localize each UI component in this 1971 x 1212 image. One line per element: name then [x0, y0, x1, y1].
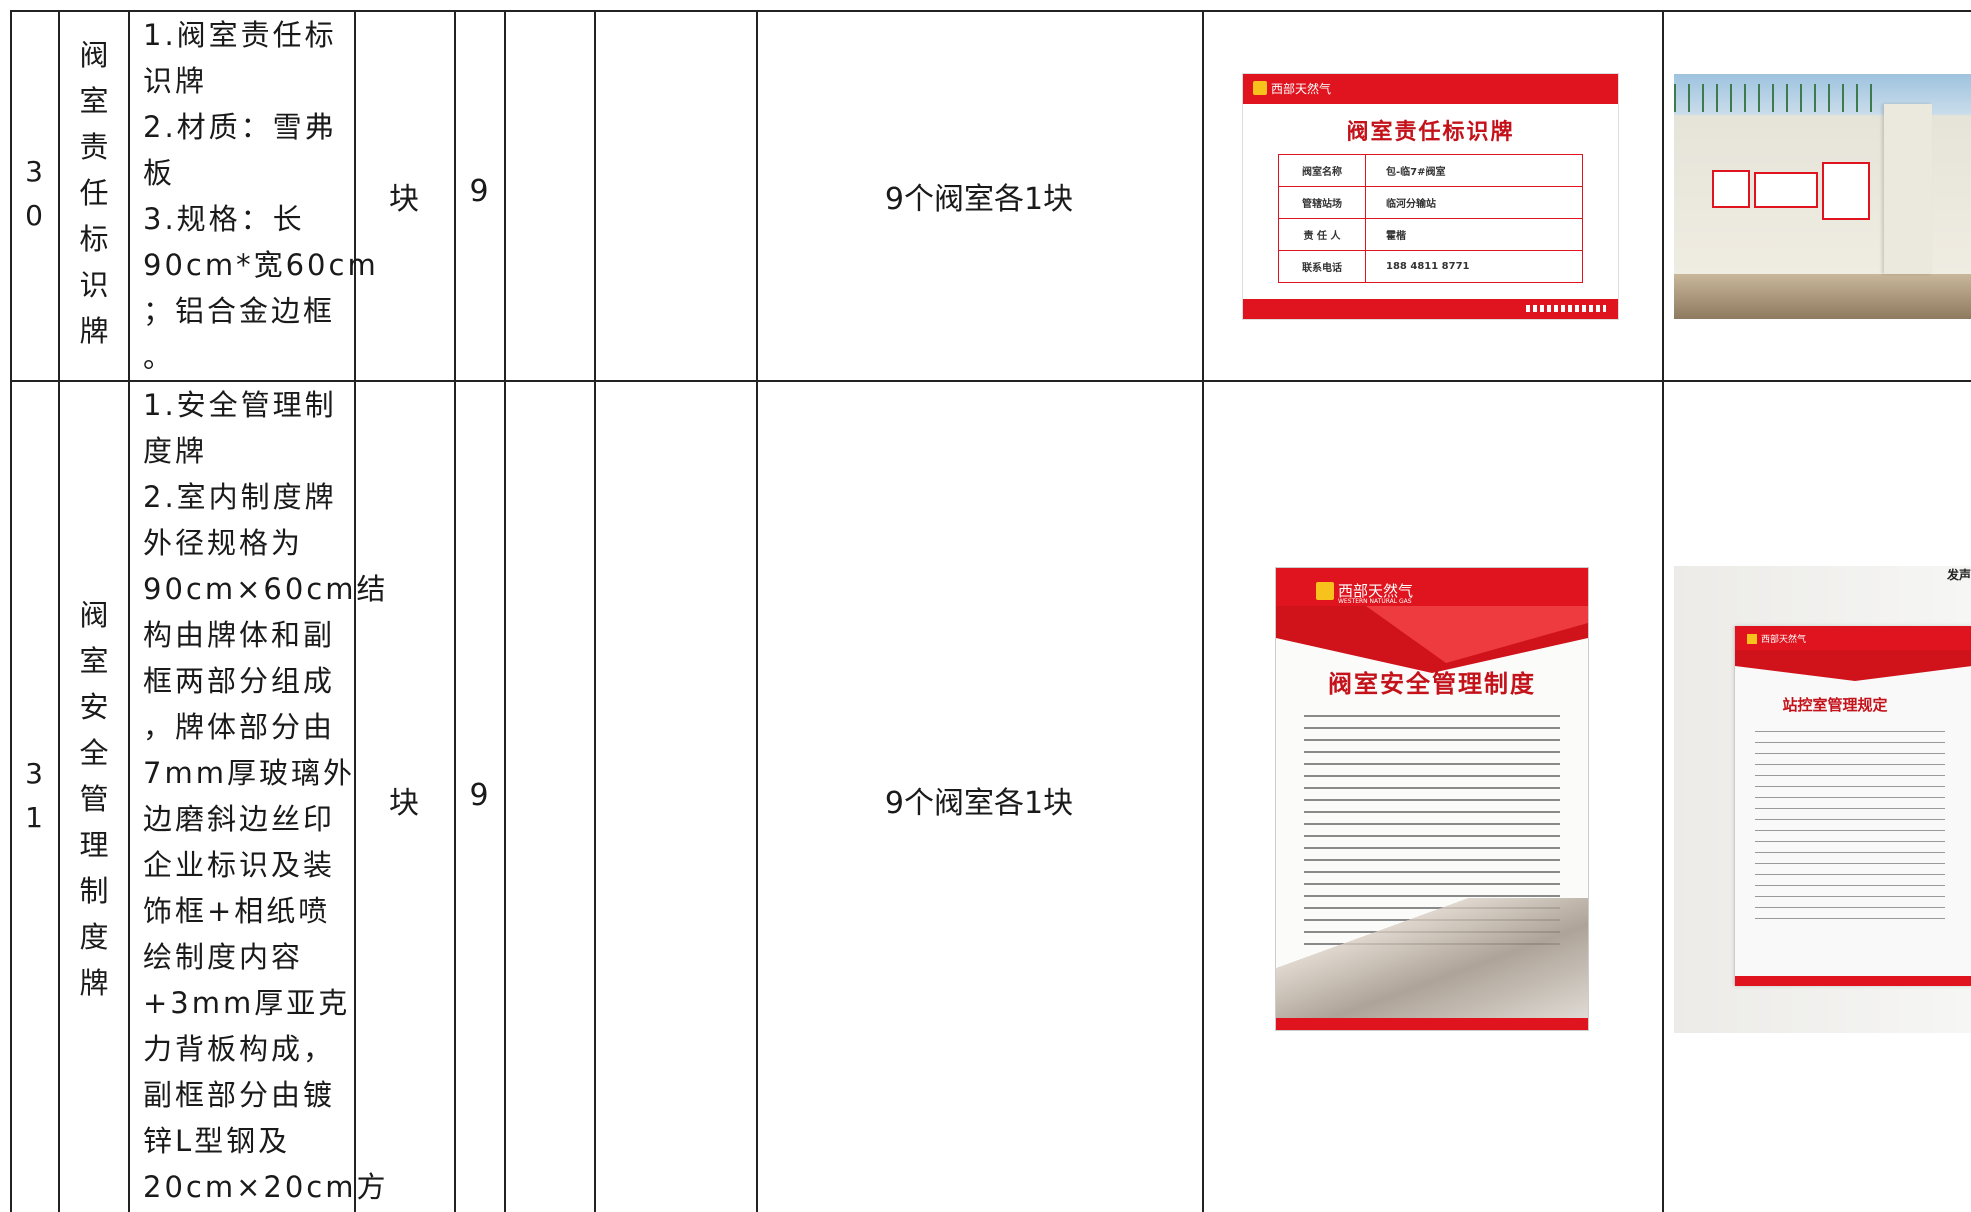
column-divider	[504, 10, 506, 1212]
installed-board-photo	[1674, 74, 1971, 319]
board-info-row: 阀室名称包-临7#阀室	[1278, 154, 1583, 187]
rules-board-header-graphic	[1735, 626, 1971, 681]
column-divider	[454, 10, 456, 1212]
table-top-border	[10, 10, 1971, 12]
brand-logo-icon	[1747, 634, 1757, 644]
installed-rules-photo: 发声 西部天然气 站控室管理规定	[1674, 566, 1971, 1033]
column-divider	[594, 10, 596, 1212]
poster-footer-bar	[1276, 1018, 1588, 1030]
quantity-cell: 9	[469, 778, 489, 813]
fence-graphic	[1674, 84, 1884, 112]
column-divider	[756, 10, 758, 1212]
column-divider	[10, 10, 12, 1212]
brand-logo-icon	[1253, 81, 1267, 95]
poster-logo-subtext: WESTERN NATURAL GAS	[1338, 598, 1412, 605]
item-description: 1.安全管理制 度牌 2.室内制度牌 外径规格为 90cm×60cm结 构由牌体…	[143, 388, 389, 1204]
pipeline-background-graphic	[1276, 898, 1588, 1018]
row-index: 3 0	[25, 155, 43, 232]
notice-sign-graphic	[1822, 162, 1870, 220]
rules-board-logo-text: 西部天然气	[1761, 635, 1807, 645]
column-divider	[354, 10, 356, 1212]
unit-cell: 块	[389, 182, 419, 217]
board-logo-text: 西部天然气	[1271, 82, 1332, 96]
photo-corner-text: 发声	[1946, 568, 1971, 582]
column-divider	[128, 10, 130, 1212]
rules-board-text-lines	[1755, 726, 1945, 926]
row-index: 3 1	[25, 757, 43, 834]
rules-board-footer-bar	[1735, 976, 1971, 986]
responsibility-board-image: 西部天然气 阀室责任标识牌 阀室名称包-临7#阀室 管辖站场临河分输站 责 任 …	[1243, 74, 1618, 319]
rules-board-title: 站控室管理规定	[1782, 696, 1888, 714]
row-divider	[10, 380, 1971, 382]
column-divider	[58, 10, 60, 1212]
poster-logo-text: 西部天然气	[1338, 582, 1414, 600]
item-description: 1.阀室责任标 识牌 2.材质：雪弗 板 3.规格：长 90cm*宽60cm ；…	[143, 18, 379, 374]
column-divider	[1662, 10, 1664, 1212]
wall-pillar-graphic	[1884, 104, 1932, 274]
safety-poster-image: 西部天然气 WESTERN NATURAL GAS 阀室安全管理制度	[1276, 568, 1588, 1030]
board-info-row: 管辖站场临河分输站	[1278, 186, 1583, 219]
note-cell: 9个阀室各1块	[884, 786, 1074, 821]
board-footer-bar	[1243, 299, 1618, 319]
poster-header-graphic	[1276, 568, 1588, 673]
item-name: 阀 室 责 任 标 识 牌	[79, 38, 109, 348]
board-info-row: 责 任 人霍楷	[1278, 218, 1583, 251]
quantity-cell: 9	[469, 174, 489, 209]
brand-logo-icon	[1316, 582, 1334, 600]
board-title: 阀室责任标识牌	[1346, 120, 1515, 145]
rules-board-graphic: 西部天然气 站控室管理规定	[1734, 626, 1971, 986]
item-name: 阀 室 安 全 管 理 制 度 牌	[79, 598, 109, 1000]
board-header-bar: 西部天然气	[1243, 74, 1618, 104]
column-divider	[1202, 10, 1204, 1212]
warning-sign-graphic	[1754, 172, 1818, 208]
poster-title: 阀室安全管理制度	[1328, 670, 1536, 698]
small-sign-graphic	[1712, 170, 1750, 208]
note-cell: 9个阀室各1块	[884, 182, 1074, 217]
footer-text-stripe	[1526, 305, 1606, 312]
unit-cell: 块	[389, 786, 419, 821]
